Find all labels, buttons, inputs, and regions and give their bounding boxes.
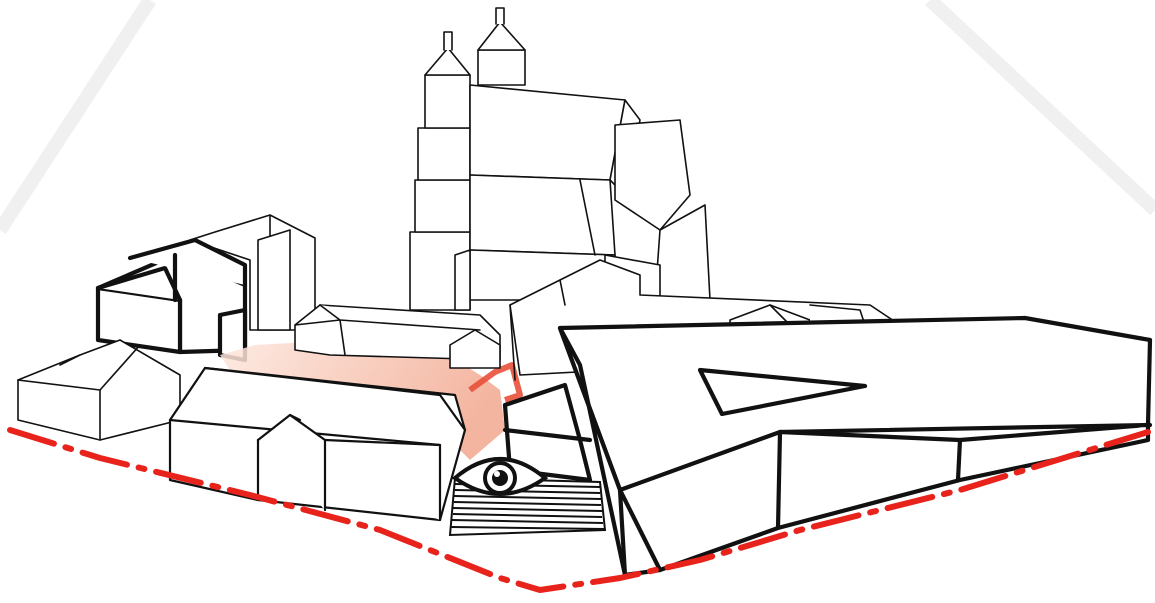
cathedral xyxy=(410,8,710,310)
front-houses xyxy=(170,368,465,520)
new-building xyxy=(505,318,1150,575)
